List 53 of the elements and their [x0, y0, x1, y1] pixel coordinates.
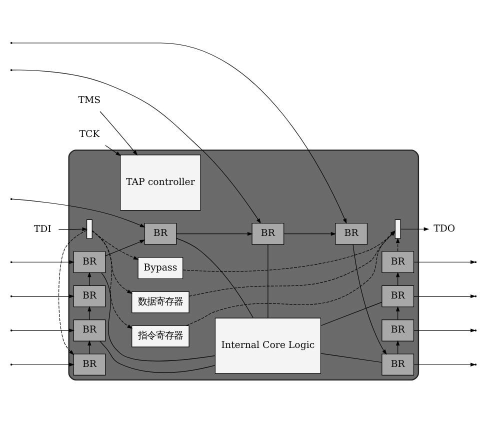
node-text: TDO: [434, 222, 456, 234]
node-box: 数据寄存器: [132, 290, 190, 313]
node-text: TDI: [34, 223, 52, 234]
arrow: [12, 69, 261, 224]
node-box: BR: [73, 319, 106, 341]
arrow: [352, 244, 387, 354]
node-box: Internal Core Logic: [214, 317, 321, 374]
arrow: [105, 144, 122, 156]
node-box: BR: [144, 222, 177, 244]
node-box: BR: [73, 284, 106, 307]
arrow: [88, 271, 92, 286]
node-box: BR: [73, 353, 106, 376]
arrow: [105, 239, 146, 256]
arrow: [100, 110, 138, 155]
connector: [101, 272, 216, 361]
connector: [100, 340, 216, 372]
arrow: [12, 260, 74, 264]
arrow: [12, 42, 347, 224]
arrow: [12, 294, 74, 298]
node-box: BR: [382, 319, 414, 341]
arrow: [12, 362, 74, 366]
node-bar: [394, 218, 401, 238]
arrow: [12, 328, 74, 332]
node-box: BR: [73, 250, 106, 273]
arrow: [396, 237, 400, 252]
node-bar: [86, 218, 92, 238]
arrow: [92, 230, 132, 294]
arrow: [12, 198, 146, 227]
arrow: [413, 328, 476, 332]
node-box: Bypass: [138, 256, 184, 278]
connector: [176, 238, 254, 318]
arrow: [88, 340, 92, 354]
connector: [320, 301, 382, 326]
connector: [320, 352, 382, 362]
arrow: [92, 230, 133, 328]
arrow: [284, 231, 336, 236]
node-box: BR: [252, 222, 284, 244]
node-box: BR: [382, 250, 414, 273]
node-box: 指令寄存器: [132, 324, 190, 347]
node-box: BR: [335, 222, 368, 244]
node-box: BR: [382, 284, 414, 307]
arrow: [58, 226, 88, 231]
arrow: [58, 230, 87, 355]
arrow: [413, 362, 476, 366]
arrow: [413, 260, 476, 264]
arrow: [400, 226, 430, 230]
arrow: [176, 231, 253, 236]
node-text: TMS: [78, 94, 101, 106]
arrow: [88, 306, 92, 320]
arrow: [92, 230, 139, 260]
node-box: BR: [382, 353, 414, 376]
node-box: TAP controller: [120, 154, 201, 210]
node-text: TCK: [79, 128, 100, 140]
